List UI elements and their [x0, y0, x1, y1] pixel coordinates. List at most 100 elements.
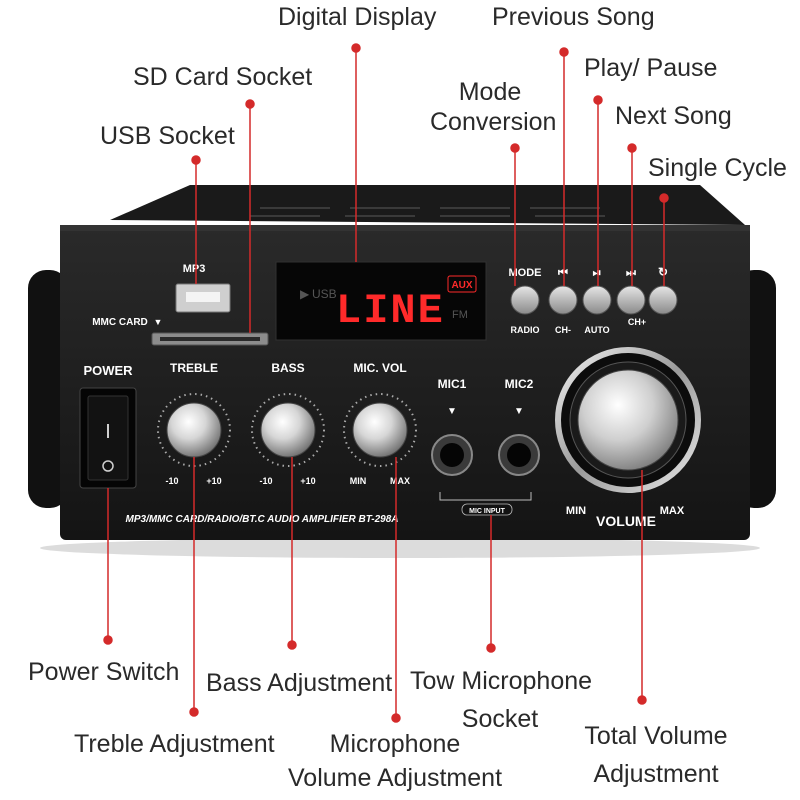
display-play-icon: ▶ [300, 287, 310, 301]
leader-mic-input-dot [486, 643, 496, 653]
left-handle [28, 270, 68, 508]
top-cover [110, 185, 745, 225]
bass-scale [251, 393, 325, 467]
panel-top-edge [60, 225, 750, 231]
leader-volume-dot [637, 695, 647, 705]
mode-button[interactable] [510, 285, 540, 315]
mic-input-badge [461, 503, 513, 516]
unit-shadow [40, 538, 760, 558]
leader-mic-vol-dot [391, 713, 401, 723]
callout-tow-microphone-line2: Socket [461, 705, 539, 733]
power-label: POWER [83, 363, 133, 378]
leader-play-pause-dot [593, 95, 603, 105]
callout-treble-adjustment: Treble Adjustment [74, 730, 275, 758]
callout-microphone-volume: Microphone Volume Adjustment [288, 729, 502, 793]
callout-microphone-volume-line1: Microphone [329, 730, 461, 758]
leader-digital-display-dot [351, 43, 361, 53]
callout-previous-song: Previous Song [492, 3, 655, 31]
leader-usb-dot [191, 155, 201, 165]
mic-vol-min-label: MIN [350, 476, 367, 486]
treble-max-label: +10 [206, 476, 221, 486]
callout-usb-socket: USB Socket [100, 122, 235, 150]
aux-indicator-frame [447, 275, 477, 293]
volume-max-label: MAX [660, 505, 685, 517]
mic1-arrow-icon: ▼ [447, 406, 457, 417]
treble-min-label: -10 [165, 476, 178, 486]
callout-tow-microphone-socket: Tow Microphone Socket [410, 666, 593, 734]
mic-vol-knob-group [343, 393, 417, 467]
auto-label: AUTO [584, 325, 609, 335]
bass-knob-group [251, 393, 325, 467]
sd-card-slot-opening [160, 337, 260, 341]
mic-vol-max-label: MAX [390, 476, 410, 486]
usb-port-inner [186, 292, 220, 302]
mic2-jack[interactable] [498, 434, 540, 476]
bass-knob[interactable] [260, 402, 316, 458]
callout-single-cycle: Single Cycle [648, 154, 787, 182]
mode-label: MODE [509, 267, 542, 279]
callout-total-volume-line1: Total Volume [584, 722, 728, 750]
callout-microphone-volume-line2: Volume Adjustment [288, 764, 503, 792]
mp3-label: MP3 [183, 263, 206, 275]
callout-total-volume-line2: Adjustment [593, 760, 719, 788]
ch-plus-label: CH+ [628, 317, 646, 327]
next-icon: ⏭ [626, 267, 636, 279]
callout-play-pause: Play/ Pause [584, 54, 718, 82]
leader-mode-dot [510, 143, 520, 153]
prev-icon: ⏮ [558, 267, 568, 279]
leader-single-cycle-dot [659, 193, 669, 203]
mic-input-label: MIC INPUT [469, 508, 506, 515]
callout-next-song: Next Song [615, 102, 732, 130]
mic-input-bracket [439, 492, 532, 501]
previous-song-button[interactable] [548, 285, 578, 315]
callout-mode-conversion-line2: Conversion [430, 108, 557, 136]
mic-vol-label: MIC. VOL [353, 361, 406, 375]
volume-knob-group [555, 347, 701, 493]
callout-digital-display: Digital Display [278, 3, 437, 31]
leader-power-dot [103, 635, 113, 645]
bass-max-label: +10 [300, 476, 315, 486]
treble-knob[interactable] [166, 402, 222, 458]
leader-previous-dot [559, 47, 569, 57]
bass-min-label: -10 [259, 476, 272, 486]
display-readout: LINE [336, 287, 445, 335]
mic2-label: MIC2 [505, 377, 534, 391]
play-pause-icon: ⏯ [593, 267, 602, 279]
callout-bass-adjustment: Bass Adjustment [206, 669, 393, 697]
display-usb-indicator: USB [312, 287, 337, 301]
single-cycle-button[interactable] [648, 285, 678, 315]
callout-mode-conversion: Mode Conversion [430, 77, 557, 137]
leader-sd-card-dot [245, 99, 255, 109]
next-song-button[interactable] [616, 285, 646, 315]
repeat-icon: ↻ [658, 265, 668, 279]
ch-minus-label: CH- [555, 325, 571, 335]
mic2-arrow-icon: ▼ [514, 406, 524, 417]
power-off-mark [102, 460, 114, 472]
callout-tow-microphone-line1: Tow Microphone [410, 667, 593, 695]
volume-label: VOLUME [596, 513, 656, 529]
mic1-jack[interactable] [431, 434, 473, 476]
mmc-card-label: MMC CARD [92, 317, 148, 328]
leader-next-dot [627, 143, 637, 153]
leader-bass-dot [287, 640, 297, 650]
digital-display [275, 261, 487, 341]
callout-mode-conversion-line1: Mode [458, 78, 522, 106]
leader-lines [103, 43, 669, 723]
play-pause-button[interactable] [582, 285, 612, 315]
mic1-label: MIC1 [438, 377, 467, 391]
volume-min-label: MIN [566, 505, 586, 517]
aux-indicator: AUX [451, 280, 472, 291]
radio-label: RADIO [511, 325, 540, 335]
mic-vol-knob[interactable] [352, 402, 408, 458]
treble-label: TREBLE [170, 361, 218, 375]
volume-knob[interactable] [577, 369, 679, 471]
mic-vol-scale [343, 393, 417, 467]
fm-indicator: FM [452, 309, 468, 321]
mmc-arrow-icon: ▼ [154, 317, 163, 327]
leader-treble-dot [189, 707, 199, 717]
callout-total-volume: Total Volume Adjustment [576, 721, 736, 789]
model-text: MP3/MMC CARD/RADIO/BT.C AUDIO AMPLIFIER … [126, 514, 399, 525]
callout-power-switch: Power Switch [28, 658, 180, 686]
